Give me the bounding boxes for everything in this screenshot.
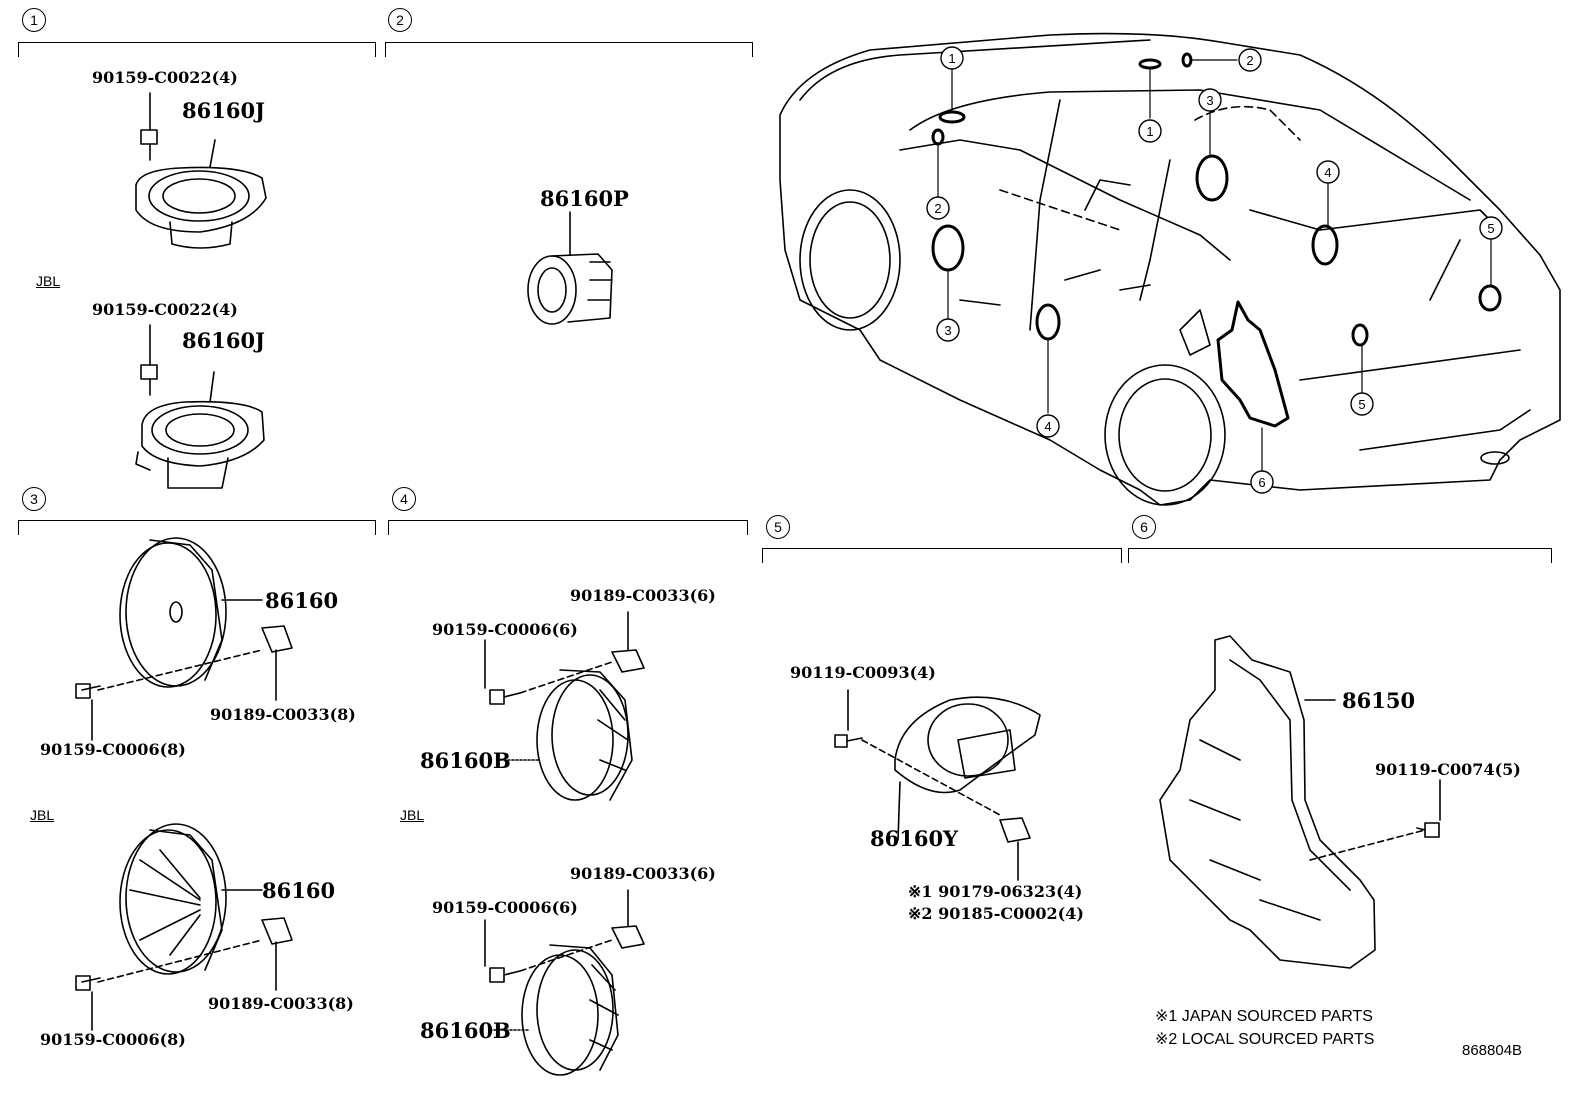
part-label-s3-clip-a[interactable]: 90189-C0033(8) [210,705,356,724]
part-label-s1-speaker-b[interactable]: 86160J [182,328,265,353]
part-label-s3-bolt-a[interactable]: 90159-C0006(8) [40,740,186,759]
part-label-s5-bolt[interactable]: 90119-C0093(4) [790,663,936,682]
note-japan-sourced: ※1 JAPAN SOURCED PARTS [1155,1008,1373,1025]
section-2-number: 2 [388,8,412,32]
vehicle-illustration [779,32,1561,506]
section-2-bracket [385,42,753,57]
part-label-s3-speaker-b[interactable]: 86160 [262,878,336,903]
speaker-86160p [527,211,613,325]
part-label-s5-clip-2[interactable]: ※2 90185-C0002(4) [908,904,1084,923]
part-label-s3-speaker-a[interactable]: 86160 [265,588,339,613]
part-label-s4-bolt-a[interactable]: 90159-C0006(6) [432,620,578,639]
jbl-label-s1: JBL [36,273,61,289]
vehicle-speaker-markers [931,52,1502,428]
section-5-number: 5 [766,515,790,539]
section-3-number: 3 [22,487,46,511]
note-local-sourced: ※2 LOCAL SOURCED PARTS [1155,1031,1375,1048]
jbl-label-s3: JBL [30,807,55,823]
speaker-86160-b [75,823,293,1031]
vehicle-callouts: 1 2 1 2 3 4 3 4 5 5 6 [926,46,1503,494]
vehicle-leader-lines [937,59,1492,471]
section-6-number: 6 [1132,515,1156,539]
part-label-s3-bolt-b[interactable]: 90159-C0006(8) [40,1030,186,1049]
part-label-s5-clip-1[interactable]: ※1 90179-06323(4) [908,882,1083,901]
part-label-s4-clip-b[interactable]: 90189-C0033(6) [570,864,716,883]
amplifier-86150 [1159,635,1441,969]
callout-2-a: 2 [934,201,941,216]
callout-6: 6 [1258,475,1265,490]
part-label-s4-speaker-a[interactable]: 86160B [420,748,511,773]
callout-5-a: 5 [1487,221,1494,236]
speaker-86160y [834,689,1041,881]
section-1-bracket [18,42,376,57]
section-6-bracket [1128,548,1552,563]
callout-1-b: 1 [1146,124,1153,139]
callout-5-b: 5 [1358,397,1365,412]
part-label-s1-bolt-b[interactable]: 90159-C0022(4) [92,300,238,319]
part-label-s1-speaker-a[interactable]: 86160J [182,98,265,123]
jbl-label-s4: JBL [400,807,425,823]
part-label-s4-clip-a[interactable]: 90189-C0033(6) [570,586,716,605]
part-label-s3-clip-b[interactable]: 90189-C0033(8) [208,994,354,1013]
part-label-s6-amp[interactable]: 86150 [1342,688,1416,713]
section-4-number: 4 [392,487,416,511]
section-3-bracket [18,520,376,535]
part-label-s2-speaker[interactable]: 86160P [540,186,629,211]
tweeter-86160j-b [135,324,265,489]
speaker-86160b-b [484,889,645,1076]
callout-4-a: 4 [1324,165,1331,180]
diagram-code: 868804B [1462,1042,1523,1059]
part-label-s5-speaker[interactable]: 86160Y [870,826,959,851]
part-label-s1-bolt-a[interactable]: 90159-C0022(4) [92,68,238,87]
speaker-86160-a [75,537,293,741]
callout-2-b: 2 [1246,53,1253,68]
callout-1-a: 1 [948,51,955,66]
part-label-s4-speaker-b[interactable]: 86160B [420,1018,511,1043]
section-5-bracket [762,548,1122,563]
callout-3-a: 3 [1206,93,1213,108]
callout-4-b: 4 [1044,419,1051,434]
section-1-number: 1 [22,8,46,32]
tweeter-86160j-a [135,92,267,249]
section-4-bracket [388,520,748,535]
callout-3-b: 3 [944,323,951,338]
speaker-86160b-a [484,611,645,801]
part-label-s6-bolt[interactable]: 90119-C0074(5) [1375,760,1521,779]
part-label-s4-bolt-b[interactable]: 90159-C0006(6) [432,898,578,917]
